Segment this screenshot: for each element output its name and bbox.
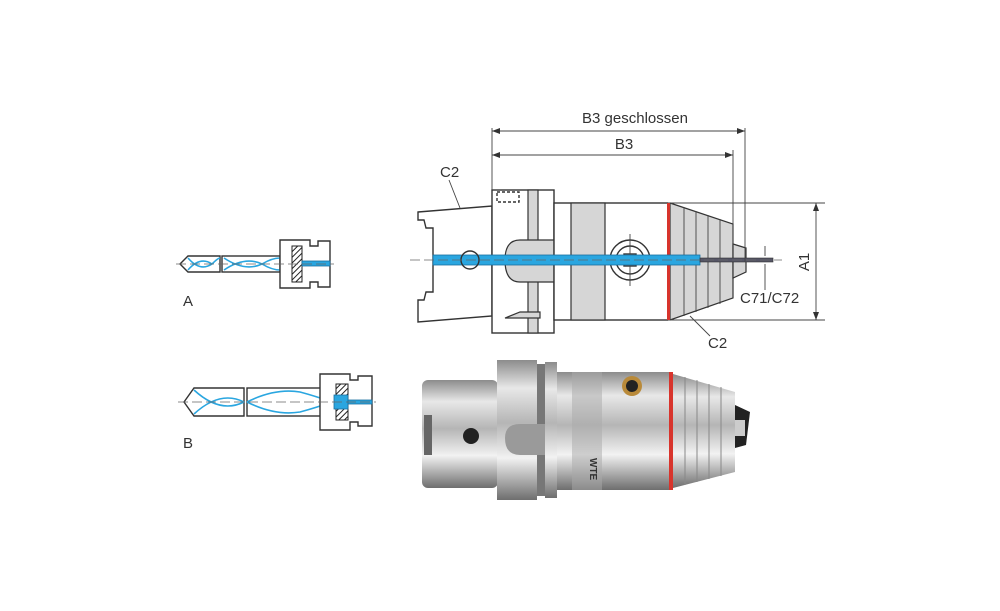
dimension-c71-c72: C71/C72 bbox=[740, 290, 799, 307]
variant-a-label: A bbox=[183, 293, 193, 310]
brand-logo: WTE bbox=[587, 458, 598, 481]
chuck-technical-drawing: B3 geschlossen B3 A1 C71/C72 C2 C2 bbox=[410, 110, 825, 352]
dimension-a1: A1 bbox=[796, 253, 813, 271]
label-c2-top: C2 bbox=[440, 164, 459, 181]
label-c2-bottom: C2 bbox=[708, 335, 727, 352]
dimension-b3: B3 bbox=[615, 136, 633, 153]
variant-b-drawing: B bbox=[178, 373, 376, 452]
chuck-product-photo: WTE bbox=[422, 360, 750, 500]
dimension-b3-closed: B3 geschlossen bbox=[582, 110, 688, 127]
variant-a-drawing: A bbox=[176, 239, 334, 310]
variant-b-label: B bbox=[183, 435, 193, 452]
